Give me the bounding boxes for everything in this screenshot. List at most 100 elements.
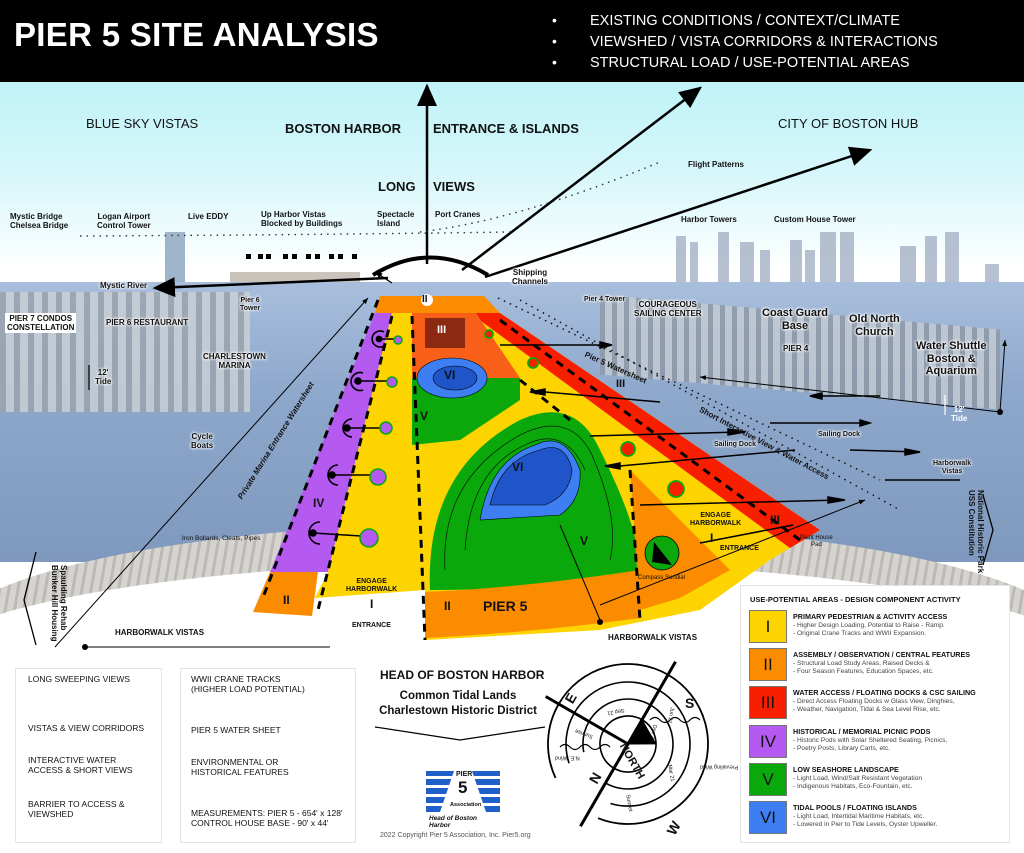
logo-pier-text: PIER [456,771,473,778]
use-legend-title: USE-POTENTIAL AREAS - DESIGN COMPONENT A… [750,595,961,604]
swatch-V: V [749,763,787,796]
label-live-eddy: Live EDDY [188,212,229,221]
use-head-II: ASSEMBLY / OBSERVATION / CENTRAL FEATURE… [793,650,971,659]
legend-crane-tracks: WWII CRANE TRACKS(HIGHER LOAD POTENTIAL) [191,674,305,695]
zone-label-III-bottom: III [770,513,781,527]
zone-label-III-top: III [437,324,447,336]
zone-label-VI-main: VI [512,460,524,474]
pier5-association-logo: PIER 5 Association Head of Boston Harbor [426,771,500,829]
use-head-V: LOW SEASHORE LANDSCAPE [793,765,899,774]
swatch-I: I [749,610,787,643]
label-harborwalk-vistas-mid: HARBORWALK VISTAS [608,633,698,642]
topic-existing-conditions: EXISTING CONDITIONS / CONTEXT/CLIMATE [552,10,938,31]
label-flight-patterns: Flight Patterns [688,160,745,169]
legend-long-sweeping: LONG SWEEPING VIEWS [28,674,131,684]
title-bar: PIER 5 SITE ANALYSIS EXISTING CONDITIONS… [0,0,1024,82]
logo-association-text: Association [450,802,482,808]
use-head-VI: TIDAL POOLS / FLOATING ISLANDS [793,803,917,812]
long-sweeping-views-arrows [152,83,873,298]
water-feature-icons [484,329,685,498]
use-desc-V: - Light Load, Wind/Salt Resistant Vegeta… [793,775,923,790]
head-of-harbor-title: HEAD OF BOSTON HARBOR [380,668,545,682]
swatch-II: II [749,648,787,681]
compass-rose-icon [544,660,709,828]
label-port-cranes: Port Cranes [435,210,481,219]
legend-view-symbols: LONG SWEEPING VIEWS VISTAS & VIEW CORRID… [15,668,162,843]
use-head-I: PRIMARY PEDESTRIAN & ACTIVITY ACCESS [793,612,948,621]
zone-label-IV: IV [313,496,325,510]
pier5-zone-map [253,294,820,641]
label-pier6-restaurant: PIER 6 RESTAURANT [106,318,189,327]
barrier-squares [246,254,357,259]
label-sailing-dock-right: Sailing Dock [818,431,861,438]
interactive-water-arrows [500,341,960,544]
zone-label-V-main: V [580,534,589,548]
copyright-notice: 2022 Copyright Pier 5 Association, Inc. … [380,832,531,839]
label-blue-sky-vistas: BLUE SKY VISTAS [86,116,199,131]
pier5-label: PIER 5 [483,598,528,614]
logo-tagline: Head of Boston Harbor [429,815,478,829]
zone-label-I-right: I [710,531,714,545]
label-pier4: PIER 4 [783,344,809,353]
topic-structural-load: STRUCTURAL LOAD / USE-POTENTIAL AREAS [552,52,938,73]
page-title: PIER 5 SITE ANALYSIS [14,16,379,53]
label-sailing-dock-left: Sailing Dock [714,441,757,448]
use-legend-row-III: III WATER ACCESS / FLOATING DOCKS & CSC … [749,686,1007,722]
use-desc-IV: - Historic Pods with Solar Sheltered Sea… [793,737,948,752]
label-mystic-river: Mystic River [100,281,148,290]
use-legend-row-II: II ASSEMBLY / OBSERVATION / CENTRAL FEAT… [749,648,1007,684]
analysis-topics: EXISTING CONDITIONS / CONTEXT/CLIMATE VI… [552,10,938,73]
use-head-IV: HISTORICAL / MEMORIAL PICNIC PODS [793,727,931,736]
label-city-of-boston-hub: CITY OF BOSTON HUB [778,116,919,131]
legend-feature-symbols: WWII CRANE TRACKS(HIGHER LOAD POTENTIAL)… [180,668,356,843]
zone-label-II-left: II [283,593,290,607]
compass-s: S [685,695,695,711]
zone-label-V-top: V [420,409,429,423]
label-long: LONG [378,179,416,194]
use-head-III: WATER ACCESS / FLOATING DOCKS & CSC SAIL… [793,688,976,697]
label-entrance-left: ENTRANCE [352,622,391,629]
legend-vistas: VISTAS & VIEW CORRIDORS [28,723,145,733]
use-legend-row-I: I PRIMARY PEDESTRIAN & ACTIVITY ACCESS -… [749,610,1007,646]
label-harborwalk-vistas-left: HARBORWALK VISTAS [115,628,205,637]
label-pier4-tower: Pier 4 Tower [584,296,626,303]
use-potential-legend: USE-POTENTIAL AREAS - DESIGN COMPONENT A… [740,585,1010,843]
use-desc-II: - Structural Load Study Areas, Raised De… [793,660,934,675]
pier5-logo-icon [426,771,500,812]
use-legend-row-VI: VI TIDAL POOLS / FLOATING ISLANDS - Ligh… [749,801,1007,837]
use-legend-row-IV: IV HISTORICAL / MEMORIAL PICNIC PODS - H… [749,725,1007,761]
label-boston-harbor: BOSTON HARBOR [285,121,402,136]
legend-barrier: BARRIER TO ACCESS &VIEWSHED [28,799,125,820]
use-desc-I: - Higher Design Loading, Potential to Ra… [793,622,945,637]
label-iron-bollards: Iron Bollards, Cleats, Pipes [182,535,261,542]
label-views: VIEWS [433,179,475,194]
use-desc-III: - Direct Access Floating Docks w Glass V… [793,698,955,713]
zone-label-VI-top: VI [444,368,456,382]
label-entrance-right: ENTRANCE [720,545,759,552]
topic-viewshed: VIEWSHED / VISTA CORRIDORS & INTERACTION… [552,31,938,52]
label-custom-house-tower: Custom House Tower [774,215,856,224]
pier6-wharf-image [0,292,250,412]
use-desc-VI: - Light Load, Intertidal Maritime Habita… [793,813,938,828]
swatch-III: III [749,686,787,719]
